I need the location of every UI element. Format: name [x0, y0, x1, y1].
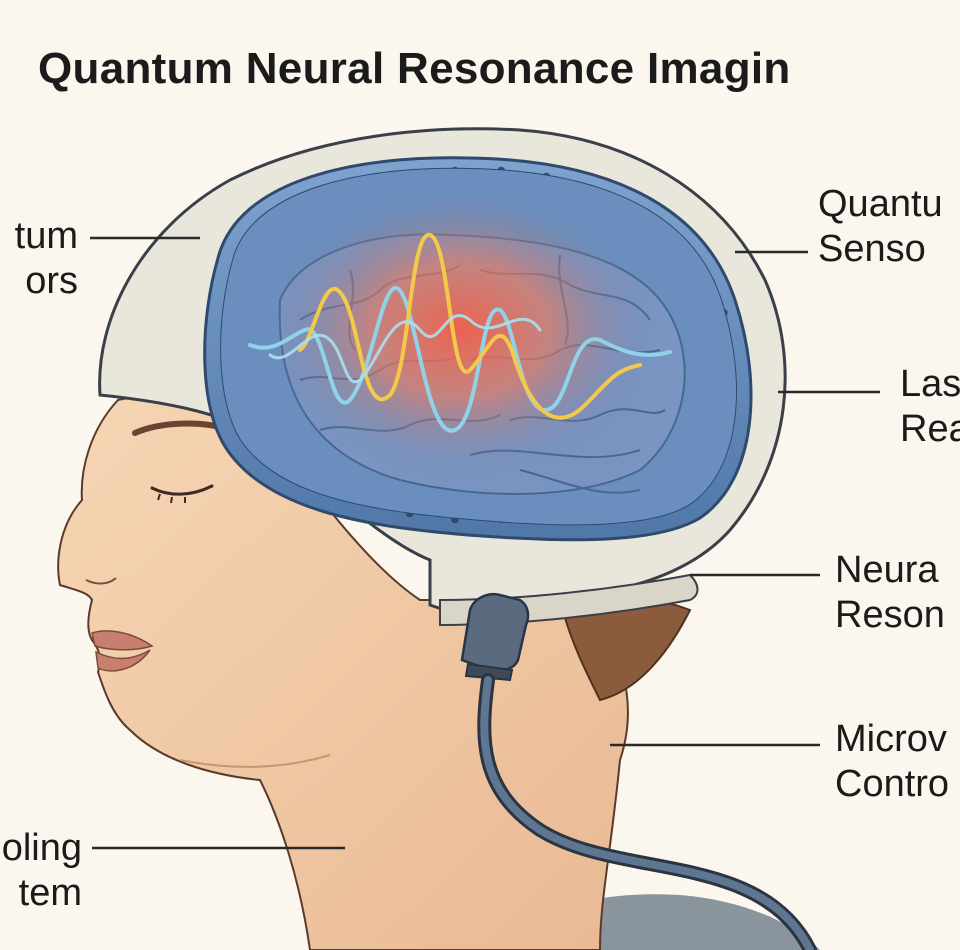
nostril: [85, 577, 117, 585]
closed-eye: [150, 484, 214, 496]
jaw-shadow: [179, 754, 331, 768]
label-quantum-sensors: Quantu Senso: [818, 183, 943, 270]
head-skin: [57, 394, 629, 950]
label-neural-resonance: Neura Reson: [835, 549, 945, 636]
label-laser-readout: Las Rea: [900, 363, 960, 450]
eye-lashes: [157, 493, 186, 504]
resonance-wave-blue-2: [268, 314, 542, 384]
microwave-connector: [460, 593, 530, 682]
resonance-wave-yellow: [298, 233, 642, 420]
label-quantum-sensors-left: tum ors: [14, 215, 78, 302]
resonance-wave-blue: [248, 286, 672, 433]
lips: [91, 630, 154, 672]
leader-lines: [90, 236, 880, 850]
label-microwave-control: Microv Contro: [835, 718, 950, 805]
cable-highlight: [480, 676, 814, 950]
neural-glow: [260, 180, 660, 480]
sensor-panel: [203, 156, 753, 542]
diagram-title: Quantum Neural Resonance Imagin: [38, 44, 791, 93]
label-cooling-system: oling tem: [1, 827, 82, 914]
